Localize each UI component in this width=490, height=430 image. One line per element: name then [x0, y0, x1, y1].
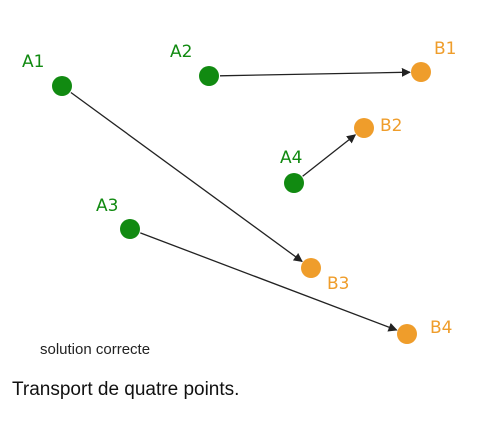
target-point-b2	[354, 118, 374, 138]
points-group	[52, 62, 431, 344]
target-label-b4: B4	[430, 318, 452, 338]
source-point-a1	[52, 76, 72, 96]
target-label-b1: B1	[434, 39, 456, 59]
target-point-b1	[411, 62, 431, 82]
source-label-a1: A1	[22, 52, 44, 72]
source-point-a3	[120, 219, 140, 239]
target-label-b3: B3	[327, 274, 349, 294]
source-point-a2	[199, 66, 219, 86]
target-point-b3	[301, 258, 321, 278]
arrows-group	[70, 67, 411, 332]
arrow-a1-b3	[70, 91, 303, 263]
source-point-a4	[284, 173, 304, 193]
target-label-b2: B2	[380, 116, 402, 136]
arrow-a3-b4	[140, 232, 398, 332]
source-label-a2: A2	[170, 42, 192, 62]
arrow-a4-b2	[302, 134, 357, 177]
source-label-a3: A3	[96, 196, 118, 216]
solution-caption: solution correcte	[40, 341, 150, 358]
source-label-a4: A4	[280, 148, 302, 168]
arrow-a2-b1	[219, 67, 411, 77]
figure-caption: Transport de quatre points.	[12, 379, 240, 400]
target-point-b4	[397, 324, 417, 344]
